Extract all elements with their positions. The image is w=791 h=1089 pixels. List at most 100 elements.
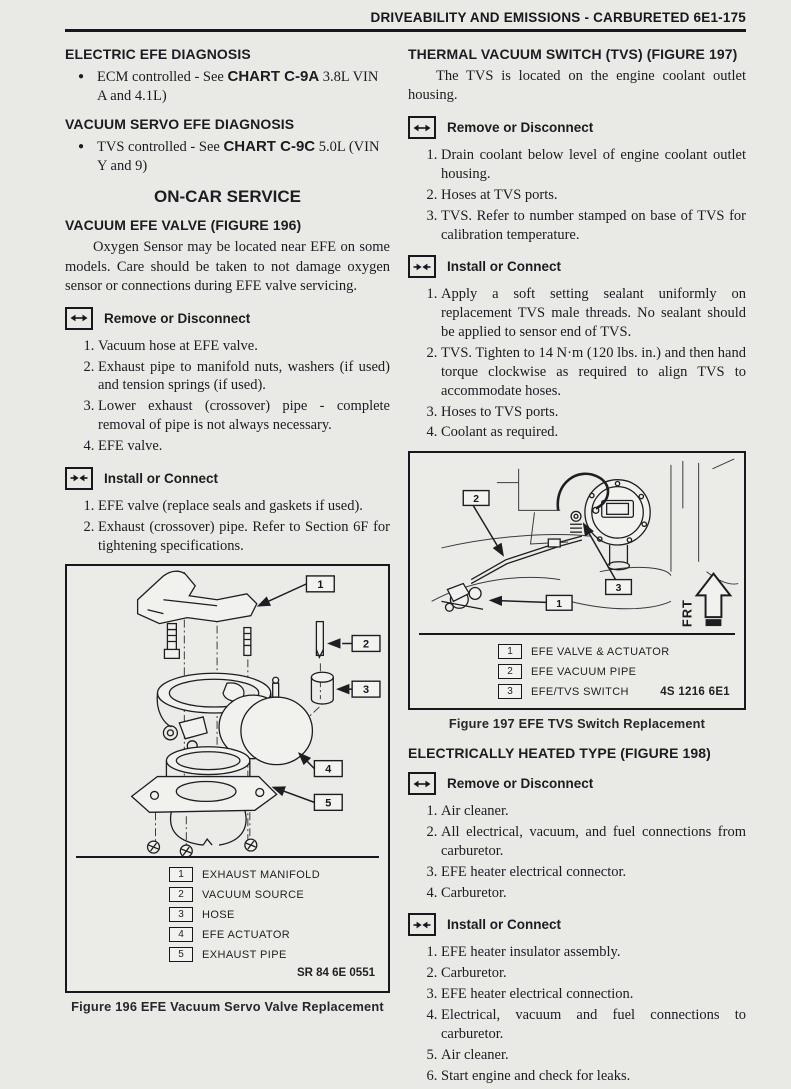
figure-197-legend: 1 EFE VALVE & ACTUATOR 2 EFE VACUUM PIPE 3… [410,635,744,708]
section-title-electric-efe: ELECTRIC EFE DIAGNOSIS [65,46,251,62]
remove-disconnect-label: Remove or Disconnect [104,310,251,326]
list-item: EFE valve (replace seals and gaskets if … [98,497,390,516]
list-item: Exhaust pipe to manifold nuts, washers (… [98,358,390,396]
tvs-switch-shape [570,506,600,533]
list-item: Vacuum hose at EFE valve. [98,337,390,356]
section-title-tvs: THERMAL VACUUM SWITCH (TVS) (FIGURE 197) [408,46,738,62]
figure-197-caption: Figure 197 EFE TVS Switch Replacement [448,716,706,732]
figure-196-diagram: 1 2 3 4 [130,570,381,857]
install-connect-icon [408,913,436,937]
right-column: THERMAL VACUUM SWITCH (TVS) (FIGURE 197)… [408,44,746,1089]
install-list: EFE valve (replace seals and gaskets if … [65,497,390,556]
section-title-electrically-heated: ELECTRICALLY HEATED TYPE (FIGURE 198) [408,745,711,762]
legend-label: EFE/TVS SWITCH [531,685,629,698]
manifold-studs [163,623,252,660]
svg-text:5: 5 [325,798,331,810]
legend-label: EFE VALVE & ACTUATOR [531,645,670,658]
callout-3: 3 [582,522,633,596]
remove-disconnect-row: Remove or Disconnect [408,116,746,140]
remove-disconnect-label: Remove or Disconnect [447,120,594,136]
install-connect-label: Install or Connect [104,470,219,486]
legend-number: 1 [498,644,522,660]
install-connect-icon [408,255,436,279]
install-connect-row: Install or Connect [408,255,746,279]
list-item: Carburetor. [441,884,746,903]
list-item: Air cleaner. [441,802,746,821]
list-item: Drain coolant below level of engine cool… [441,146,746,184]
bullet-icon [65,137,97,176]
efe-actuator-shape [218,676,314,766]
list-item: Start engine and check for leaks. [441,1067,746,1086]
callout-2: 2 [462,490,504,557]
paragraph: The TVS is located on the engine coolant… [408,68,746,104]
legend-separator [419,633,735,636]
section-title-vacuum-servo: VACUUM SERVO EFE DIAGNOSIS [65,115,295,132]
callout-4: 4 [297,752,343,778]
remove-disconnect-icon [408,772,436,796]
svg-text:3: 3 [363,684,369,696]
figure-196-box: 1 2 3 4 [65,564,390,994]
chart-ref: CHART C-9C [223,137,316,155]
list-item: Electrical, vacuum and fuel connections … [441,1006,746,1044]
figure-197-box: 2 3 1 FRT [408,451,746,711]
list-item: Coolant as required. [441,423,746,442]
bullet-item: ECM controlled - See CHART C-9A 3.8L VIN… [65,67,390,106]
list-item: Air cleaner. [441,1046,746,1065]
callout-1: 1 [488,594,573,612]
remove-disconnect-row: Remove or Disconnect [408,772,746,796]
svg-text:2: 2 [473,494,479,505]
bullet-text-pre: ECM controlled - See [97,69,228,85]
page-header: DRIVEABILITY AND EMISSIONS - CARBURETED … [370,10,746,25]
legend-row: 1 EFE VALVE & ACTUATOR [498,644,730,660]
bullet-text: TVS controlled - See CHART C-9C 5.0L (VI… [97,137,390,176]
svg-text:1: 1 [556,599,562,610]
install-list: EFE heater insulator assembly. Carbureto… [408,943,746,1085]
list-item: TVS. Tighten to 14 N·m (120 lbs. in.) an… [441,344,746,401]
legend-number: 3 [498,684,522,700]
screws [146,838,258,857]
section-title-vacuum-efe-valve: VACUUM EFE VALVE (FIGURE 196) [65,217,302,234]
callout-5: 5 [271,786,343,812]
list-item: TVS. Refer to number stamped on base of … [441,207,746,245]
remove-disconnect-icon [65,306,93,330]
chart-ref: CHART C-9A [227,68,320,85]
list-item: Exhaust (crossover) pipe. Refer to Secti… [98,518,390,556]
on-car-service-heading: ON-CAR SERVICE [153,187,302,207]
legend-label: EFE VACUUM PIPE [531,665,637,678]
legend-number: 2 [498,664,522,680]
legend-number: 2 [169,887,193,903]
hose-shape [310,671,334,706]
remove-disconnect-icon [408,116,436,140]
legend-row: 2 EFE VACUUM PIPE [498,664,730,680]
exhaust-manifold-shape [136,570,258,625]
list-item: All electrical, vacuum, and fuel connect… [441,823,746,861]
vacuum-pipe-shape [470,535,583,585]
legend-label: VACUUM SOURCE [202,888,305,901]
bullet-icon [65,67,97,106]
svg-text:2: 2 [363,639,369,651]
bullet-text-post: 5.0L (VIN Y and 9) [97,138,380,174]
list-item: Apply a soft setting sealant uniformly o… [441,285,746,342]
exhaust-pipe-shape [130,746,278,847]
callout-2: 2 [327,635,381,653]
engine-sketch [431,458,739,610]
install-connect-label: Install or Connect [447,259,562,275]
list-item: EFE heater insulator assembly. [441,943,746,962]
list-item: Hoses at TVS ports. [441,186,746,205]
figure-196-caption: Figure 196 EFE Vacuum Servo Valve Replac… [71,999,384,1015]
callout-1: 1 [256,575,335,608]
list-item: Carburetor. [441,964,746,983]
figure-code: SR 84 6E 0551 [296,967,375,980]
svg-text:3: 3 [616,583,622,594]
remove-list: Drain coolant below level of engine cool… [408,146,746,244]
install-connect-row: Install or Connect [408,913,746,937]
header-rule [65,29,746,32]
callout-3: 3 [336,680,381,699]
svg-text:1: 1 [317,579,323,591]
